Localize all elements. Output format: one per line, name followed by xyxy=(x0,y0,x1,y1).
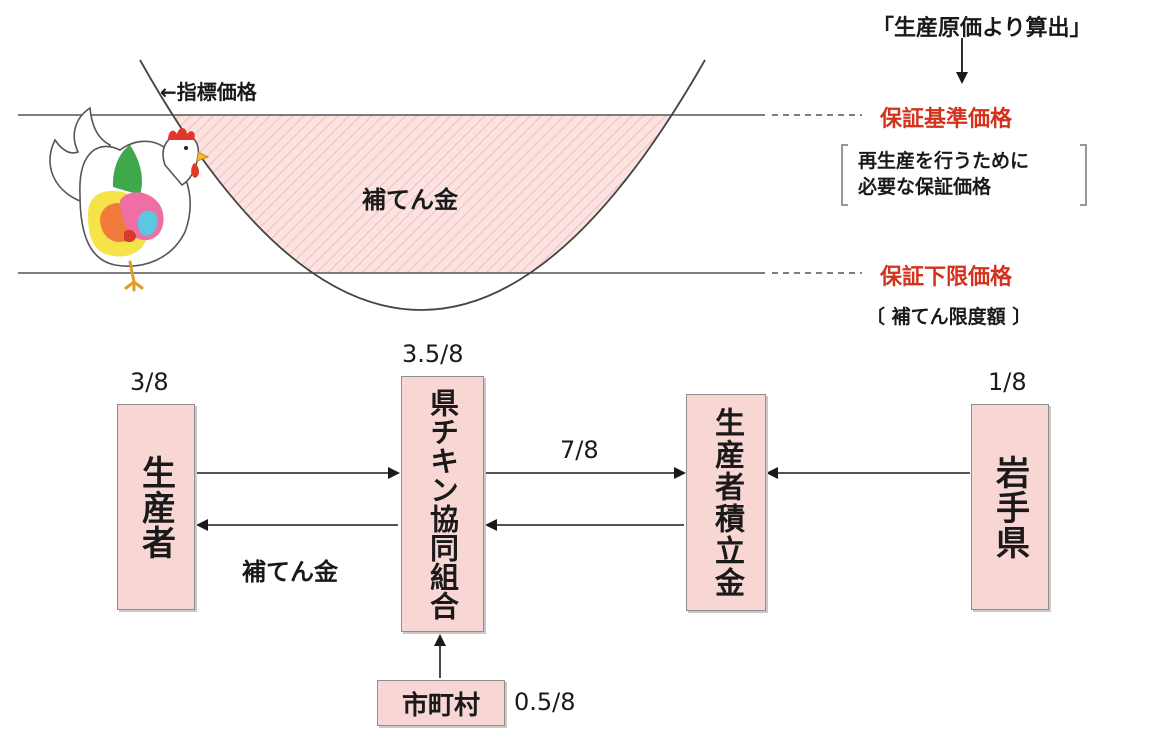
desc-bracket-right xyxy=(1080,144,1087,206)
fund-box: 生産者積立金 xyxy=(686,394,766,611)
floor-desc: 〔 補てん限度額 〕 xyxy=(866,306,1032,328)
fund-share: 7/8 xyxy=(560,436,599,464)
producer-share: 3/8 xyxy=(130,368,169,396)
index-price-curve xyxy=(139,59,706,311)
fund-label: 生産者積立金 xyxy=(709,406,744,599)
guarantee-base-label: 保証基準価格 xyxy=(880,107,1013,132)
cooperative-label: 県チキン協同組合 xyxy=(425,388,460,620)
producer-label: 生産者 xyxy=(135,454,176,560)
prefecture-box: 岩手県 xyxy=(971,404,1049,610)
flow-subsidy-label: 補てん金 xyxy=(242,558,338,586)
producer-box: 生産者 xyxy=(117,404,195,610)
municipality-label: 市町村 xyxy=(401,690,480,721)
prefecture-label: 岩手県 xyxy=(989,454,1030,560)
guarantee-base-desc-line2: 必要な保証価格 xyxy=(858,176,992,198)
guarantee-base-desc-line1: 再生産を行うために xyxy=(858,150,1030,172)
prefecture-share: 1/8 xyxy=(988,368,1027,396)
desc-bracket-left xyxy=(841,144,848,206)
municipality-share: 0.5/8 xyxy=(514,688,576,716)
cooperative-share: 3.5/8 xyxy=(402,340,464,368)
municipality-box: 市町村 xyxy=(377,680,505,726)
chicken-illustration xyxy=(49,106,210,292)
guarantee-floor-label: 保証下限価格 xyxy=(880,265,1013,290)
formula-note: 「生産原価より算出」 xyxy=(872,16,1092,41)
cooperative-box: 県チキン協同組合 xyxy=(401,376,484,632)
subsidy-area-label: 補てん金 xyxy=(362,186,458,214)
index-price-label: ←指標価格 xyxy=(160,80,257,104)
